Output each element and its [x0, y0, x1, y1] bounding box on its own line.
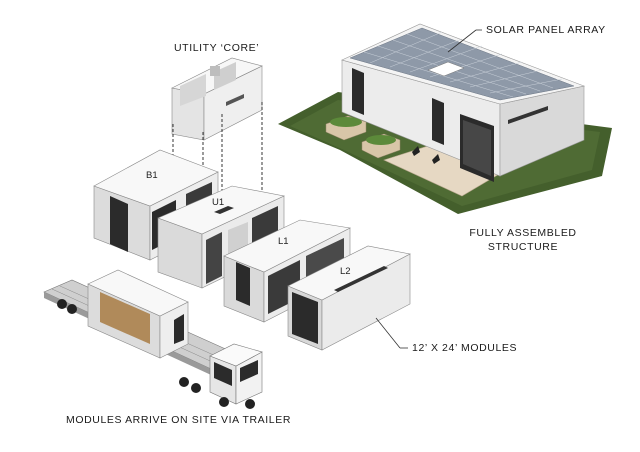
fully-assembled-label: FULLY ASSEMBLED STRUCTURE [468, 226, 578, 254]
utility-core-module [171, 57, 263, 141]
module-u1-label: U1 [212, 197, 225, 208]
utility-core-label: UTILITY ‘CORE’ [174, 42, 260, 54]
trailer-label: MODULES ARRIVE ON SITE VIA TRAILER [66, 414, 292, 426]
solar-leader-line [447, 29, 477, 53]
module-l2 [287, 245, 411, 351]
house-window [432, 98, 444, 145]
module-l2-label: L2 [340, 266, 351, 277]
assembled-structure [278, 23, 612, 214]
fully-assembled-line2: STRUCTURE [487, 241, 559, 253]
module-b1-label: B1 [146, 170, 158, 181]
module-u1 [157, 185, 285, 289]
modules-size-label: 12’ X 24’ MODULES [412, 342, 518, 354]
house-window [352, 68, 364, 115]
module-l1-label: L1 [278, 236, 289, 247]
truck-with-trailer [43, 269, 263, 409]
solar-panel-array-label: SOLAR PANEL ARRAY [486, 24, 606, 36]
solar-grid [363, 31, 563, 98]
module-b1 [93, 149, 219, 261]
fully-assembled-line1: FULLY ASSEMBLED [469, 227, 577, 239]
modules-leader-line [375, 317, 401, 349]
